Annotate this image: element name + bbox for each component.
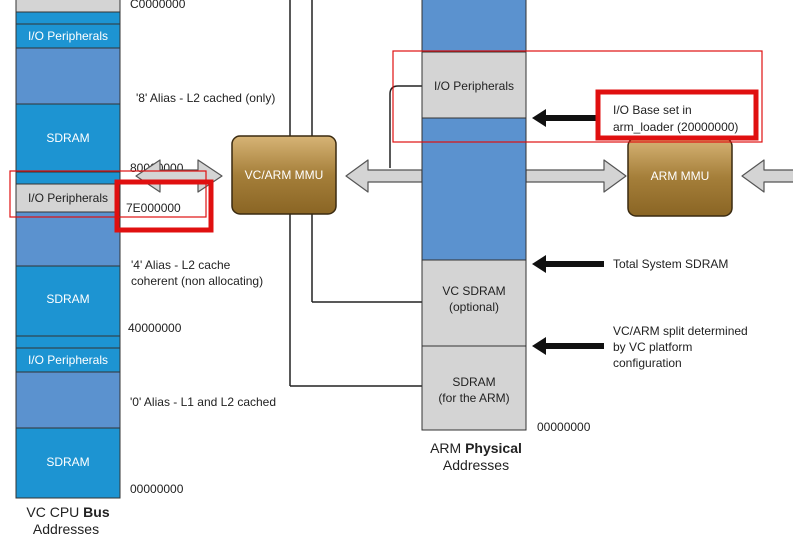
vc-addr-7e: 7E000000 xyxy=(126,201,181,215)
vc-sdram-label-2: SDRAM xyxy=(46,292,89,306)
vc-caption-prefix: VC CPU xyxy=(26,504,83,520)
vc-caption-bold: Bus xyxy=(83,504,110,520)
arm-sdram-label-line2: (for the ARM) xyxy=(438,391,509,405)
arm-vc-sdram-label-line2: (optional) xyxy=(449,300,499,314)
vc-io-peripherals-1 xyxy=(15,23,121,49)
vc-alias-0-label: '0' Alias - L1 and L2 cached xyxy=(130,395,276,409)
highlight-arm-io-region xyxy=(392,50,763,143)
arm-vc-sdram-label-line1: VC SDRAM xyxy=(442,284,505,298)
vc-sdram-label-1: SDRAM xyxy=(46,131,89,145)
note-split-line1: VC/ARM split determined xyxy=(613,324,748,338)
highlight-io-base-note xyxy=(595,89,759,141)
vc-alias-4-label-line2: coherent (non allocating) xyxy=(131,274,263,288)
arm-physical-column: I/O Peripherals VC SDRAM (optional) SDRA… xyxy=(421,0,591,473)
vc-arm-mmu-box: VC/ARM MMU xyxy=(231,135,337,215)
arm-caption-prefix: ARM xyxy=(430,440,465,456)
vc-sdram-1 xyxy=(15,103,121,173)
vc-addr-40: 40000000 xyxy=(128,321,182,335)
arm-mmu-box: ARM MMU xyxy=(627,137,733,217)
vc-io-label-2: I/O Peripherals xyxy=(28,191,108,205)
arrow-total-sdram xyxy=(532,255,604,273)
arrow-vc-arm-split xyxy=(532,337,604,355)
vc-arm-mmu-shape xyxy=(231,135,337,215)
note-io-base-line2: arm_loader (20000000) xyxy=(613,120,738,134)
vc-alias-0-block xyxy=(15,371,121,429)
notes: I/O Base set in arm_loader (20000000) To… xyxy=(613,103,748,370)
arm-top-blue-block xyxy=(421,0,527,53)
highlight-7e-address xyxy=(114,179,214,233)
arrow-arm-to-arm-mmu xyxy=(525,159,627,193)
vc-blue-strip-3 xyxy=(15,335,121,349)
arm-caption-bold: Physical xyxy=(465,440,522,456)
note-split-line2: by VC platform xyxy=(613,340,692,354)
vc-io-label-1: I/O Peripherals xyxy=(28,29,108,43)
vc-sdram-2 xyxy=(15,265,121,337)
vc-alias-4-label-line1: '4' Alias - L2 cache xyxy=(131,258,231,272)
vc-caption-line1: VC CPU Bus xyxy=(26,504,109,520)
note-split-line3: configuration xyxy=(613,356,682,370)
vc-arm-mmu-label: VC/ARM MMU xyxy=(245,168,324,182)
arrow-into-arm-mmu xyxy=(741,159,793,193)
note-total-sdram: Total System SDRAM xyxy=(613,257,728,271)
vc-io-label-3: I/O Peripherals xyxy=(28,353,108,367)
vc-alias-4-block xyxy=(15,211,121,267)
highlights xyxy=(9,50,763,233)
vc-sdram-label-3: SDRAM xyxy=(46,455,89,469)
arrow-io-base xyxy=(532,109,596,127)
connector-io-to-mmu xyxy=(389,85,422,168)
arrows-solid xyxy=(532,109,604,355)
vc-top-gray-block xyxy=(15,0,121,13)
arrow-arm-to-vc-mmu xyxy=(345,159,423,193)
arm-vc-sdram-block xyxy=(421,259,527,347)
arm-caption-line2: Addresses xyxy=(443,457,509,473)
arm-mmu-label: ARM MMU xyxy=(651,169,710,183)
arm-sdram-label-line1: SDRAM xyxy=(452,375,495,389)
arm-io-peripherals-label: I/O Peripherals xyxy=(434,79,514,93)
vc-sdram-3 xyxy=(15,427,121,499)
arm-addr-00: 00000000 xyxy=(537,420,591,434)
highlight-vc-io-region xyxy=(9,170,207,218)
arm-blue-mid-block xyxy=(421,117,527,261)
arm-caption-line1: ARM Physical xyxy=(430,440,522,456)
note-io-base-line1: I/O Base set in xyxy=(613,103,692,117)
vc-caption-line2: Addresses xyxy=(33,521,99,537)
arm-sdram-block xyxy=(421,345,527,431)
vc-alias-8-label: '8' Alias - L2 cached (only) xyxy=(136,91,275,105)
vc-addr-c0: C0000000 xyxy=(130,0,186,11)
vc-alias-8-block xyxy=(15,47,121,105)
vc-top-blue-strip xyxy=(15,11,121,25)
vc-addr-00: 00000000 xyxy=(130,482,184,496)
vc-blue-strip-2 xyxy=(15,171,121,185)
vc-bus-column: I/O Peripherals SDRAM I/O Peripherals SD… xyxy=(15,0,276,537)
